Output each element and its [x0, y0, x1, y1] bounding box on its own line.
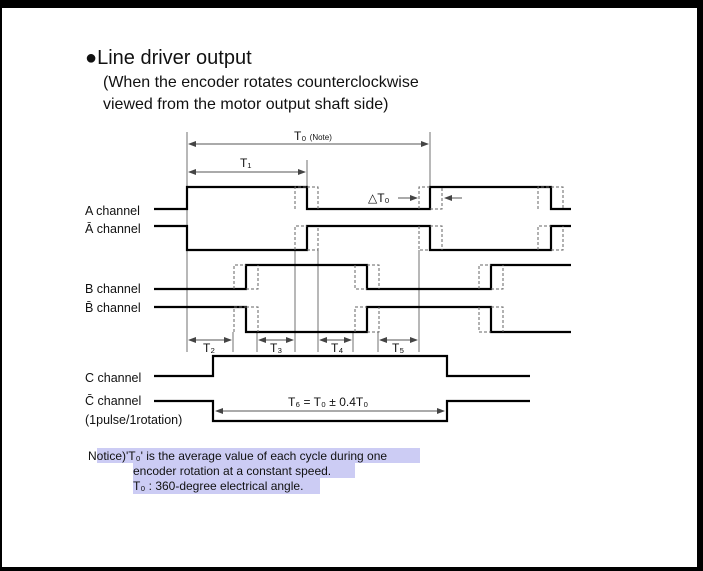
b-bar-channel-label: B̄ channel	[85, 301, 141, 315]
c-channel-note: (1pulse/1rotation)	[85, 413, 182, 427]
notice-highlight-2	[133, 463, 355, 478]
t2-label: T₂	[203, 341, 215, 355]
t5-label: T₅	[392, 341, 404, 355]
t3-label: T₃	[270, 341, 282, 355]
a-bar-channel-waveform	[154, 224, 571, 252]
delta-t0-label: △T₀	[368, 191, 390, 205]
document-page: ●Line driver output (When the encoder ro…	[2, 8, 697, 567]
c-channel-label: C channel	[85, 371, 141, 385]
notice-line-1: Notice)'T₀' is the average value of each…	[88, 449, 387, 463]
notice-highlight-3	[133, 478, 320, 494]
b-channel-waveform	[154, 263, 571, 291]
a-bar-channel-jitter	[294, 225, 564, 251]
a-channel-jitter	[294, 186, 564, 210]
section-title: ●Line driver output	[85, 47, 252, 69]
t1-label: T₁	[240, 156, 251, 170]
t6-label: T₆ = T₀ ± 0.4T₀	[288, 395, 368, 409]
subtitle-line-2: viewed from the motor output shaft side)	[103, 96, 388, 113]
a-bar-channel-label: Ā channel	[85, 222, 141, 236]
subtitle-line-1: (When the encoder rotates counterclockwi…	[103, 74, 419, 91]
a-channel-label: A channel	[85, 204, 140, 218]
c-channel-waveform	[154, 354, 530, 378]
b-bar-channel-jitter	[233, 306, 504, 333]
notice-highlight-1	[97, 448, 420, 463]
b-channel-label: B channel	[85, 282, 141, 296]
b-bar-channel-waveform	[154, 305, 571, 334]
timing-diagram: ●Line driver output (When the encoder ro…	[85, 47, 571, 494]
notice-line-3: T₀ : 360-degree electrical angle.	[133, 479, 303, 493]
c-bar-channel-waveform	[154, 399, 530, 423]
c-bar-channel-label: C̄ channel	[85, 394, 141, 408]
a-channel-waveform	[154, 185, 571, 211]
t0-label: T₀ (Note)	[294, 129, 332, 143]
reference-lines	[186, 132, 431, 352]
notice-line-2: encoder rotation at a constant speed.	[133, 464, 331, 478]
b-channel-jitter	[233, 264, 504, 290]
t4-label: T₄	[331, 341, 343, 355]
